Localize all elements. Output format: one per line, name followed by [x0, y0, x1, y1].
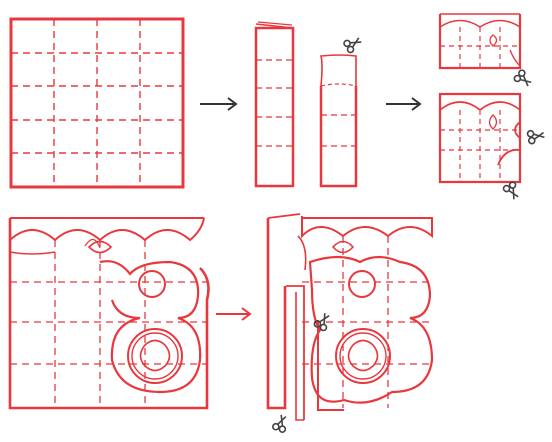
step-3-cut-pattern-a [438, 13, 522, 70]
right-arrow-icon [216, 307, 252, 321]
right-arrow-icon [386, 97, 422, 111]
scissors-icon [526, 127, 546, 145]
scissors-icon [342, 33, 365, 55]
step-3-cut-pattern-b [438, 92, 522, 184]
step-1-grid-square [9, 17, 185, 189]
scissors-icon [501, 180, 523, 203]
scissors-icon [271, 412, 291, 434]
step-4-large-pattern [8, 217, 210, 410]
right-arrow-icon [200, 97, 238, 111]
scissors-icon [512, 68, 535, 90]
step-2-folded-strip [254, 21, 295, 188]
step-5-final-cut [266, 213, 434, 421]
step-2-cut-strip [319, 54, 358, 188]
